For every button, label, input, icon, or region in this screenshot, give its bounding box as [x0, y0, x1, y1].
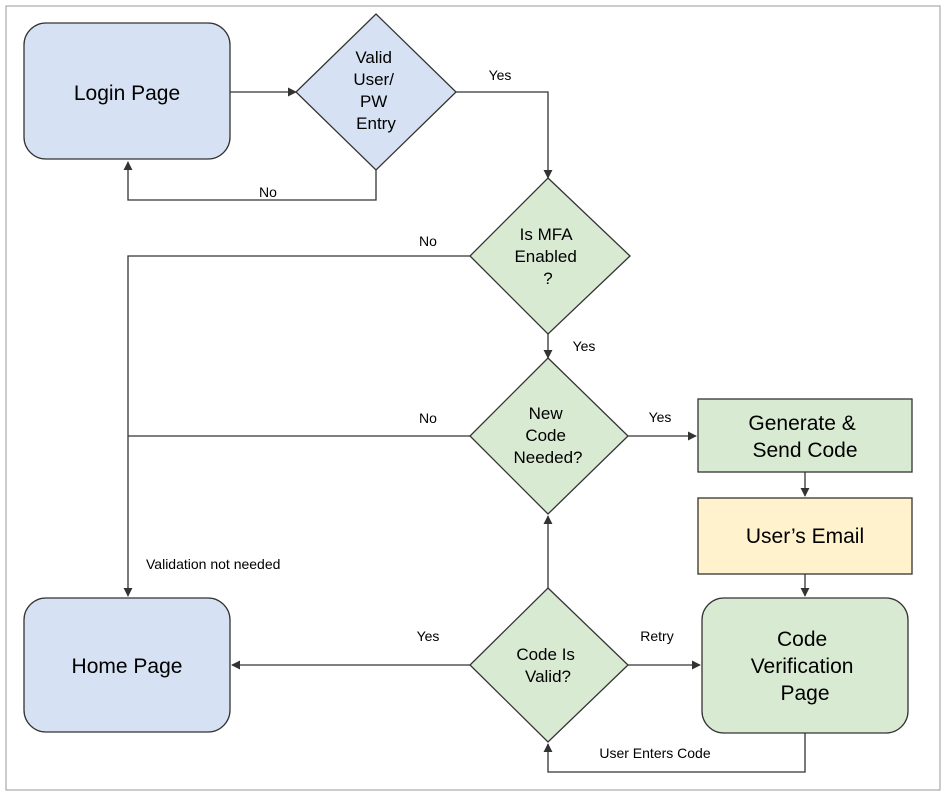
home-page-label: Home Page [72, 655, 183, 678]
label-newcode-no: No [419, 410, 437, 426]
label-newcode-yes: Yes [649, 409, 672, 425]
home-page-node: Home Page [23, 597, 231, 733]
login-page-node: Login Page [23, 22, 231, 160]
code-valid-decision: Code Is Valid? [469, 587, 629, 743]
code-verification-node: Code Verification Page [701, 597, 909, 734]
new-code-line-1: New [529, 404, 564, 423]
valid-entry-line-1: Valid [355, 48, 392, 67]
svg-text:Code Is Valid?: Code Is Valid? [516, 645, 579, 686]
mfa-line-2: Enabled [514, 247, 576, 266]
svg-text:Generate & Send Code: Generate & Send Code [748, 412, 861, 462]
edge-valid-yes-to-mfa [456, 91, 553, 179]
mfa-line-3: ? [543, 269, 552, 288]
svg-text:Valid User/ PW: Valid User/ PW Entry [353, 48, 398, 133]
edge-valid-no-to-login [123, 161, 377, 201]
label-mfa-yes: Yes [573, 338, 596, 354]
verification-line-1: Code [777, 628, 827, 651]
mfa-enabled-decision: Is MFA Enabled ? [469, 177, 631, 335]
valid-entry-line-2: User/ [353, 70, 394, 89]
label-codevalid-yes: Yes [417, 628, 440, 644]
edge-mfa-no-to-home [123, 255, 470, 597]
verification-line-2: Verification [751, 655, 854, 678]
valid-entry-line-4: Entry [356, 114, 396, 133]
label-codevalid-retry: Retry [640, 628, 673, 644]
valid-entry-decision: Valid User/ PW Entry [295, 13, 457, 171]
new-code-decision: New Code Needed? [469, 357, 629, 515]
label-valid-no: No [259, 184, 277, 200]
valid-entry-line-3: PW [360, 92, 387, 111]
svg-text:New Code Needed?: New Code Needed? [513, 404, 582, 467]
verification-line-3: Page [780, 682, 829, 705]
new-code-line-2: Code [525, 426, 566, 445]
users-email-node: User’s Email [697, 497, 913, 575]
svg-text:Is MFA Enabled ?: Is MFA Enabled ? [514, 225, 581, 288]
login-page-label: Login Page [74, 82, 180, 105]
new-code-line-3: Needed? [513, 448, 582, 467]
code-valid-line-1: Code Is [516, 645, 575, 664]
generate-line-2: Send Code [752, 439, 857, 462]
label-valid-yes: Yes [489, 67, 512, 83]
label-mfa-no: No [419, 233, 437, 249]
generate-send-node: Generate & Send Code [697, 398, 913, 473]
svg-text:Code Verification: Code Verification Page [751, 628, 860, 705]
generate-line-1: Generate & [748, 412, 855, 435]
edge-user-enters-code [543, 733, 806, 773]
users-email-label: User’s Email [746, 525, 864, 548]
code-valid-line-2: Valid? [525, 667, 571, 686]
label-user-enters-code: User Enters Code [599, 745, 710, 761]
label-validation-not-needed: Validation not needed [146, 556, 280, 572]
mfa-line-1: Is MFA [520, 225, 574, 244]
